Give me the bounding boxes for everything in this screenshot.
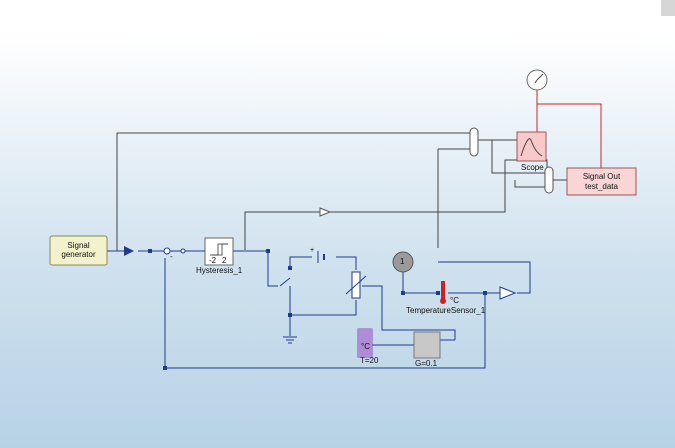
- minus-sign-label: -: [170, 252, 173, 261]
- gain-label[interactable]: G=0.1: [415, 359, 438, 368]
- junction: [436, 291, 440, 295]
- wire-battery-right: [336, 256, 357, 270]
- junction: [163, 366, 167, 370]
- signal-out-label[interactable]: Signal Out: [582, 172, 621, 181]
- clock-wire-out: [537, 103, 602, 169]
- port-icon: [180, 248, 186, 254]
- hysteresis-label[interactable]: Hysteresis_1: [196, 266, 243, 275]
- signal-out-block: [566, 167, 637, 196]
- wire-generator-to-mux: [116, 132, 470, 251]
- scope-label[interactable]: Scope: [521, 163, 544, 172]
- wire-sensor-right: [438, 261, 531, 294]
- ground-icon: [283, 336, 297, 344]
- hysteresis-left-value: -2: [209, 256, 217, 265]
- switch-icon: [279, 277, 291, 287]
- wire-mux2-side: [514, 180, 545, 188]
- gain-block: [413, 331, 441, 359]
- source-value-label[interactable]: T=20: [360, 356, 379, 365]
- wire-to-mux2-a: [491, 140, 545, 174]
- junction: [148, 249, 152, 253]
- junction: [266, 249, 270, 253]
- scope-wave-icon: [520, 138, 543, 157]
- wire-const: [402, 272, 438, 294]
- constant-value: 1: [400, 257, 405, 266]
- temperature-unit-label: °C: [450, 296, 459, 305]
- wire-feedback: [164, 258, 486, 369]
- arrow-icon: [319, 207, 332, 217]
- svg-text:+: +: [310, 247, 314, 254]
- signal-generator-label[interactable]: Signal generator: [61, 241, 96, 259]
- signal-out-sublabel: test_data: [585, 182, 618, 191]
- hysteresis-right-value: 2: [222, 256, 227, 265]
- wire-upper-arrow-b: [330, 159, 548, 213]
- thermometer-icon: [441, 281, 445, 299]
- top-border: [0, 0, 661, 4]
- sum-node-icon: [163, 247, 171, 255]
- junction: [483, 291, 487, 295]
- converter-triangle-icon: [499, 286, 517, 300]
- junction: [288, 313, 292, 317]
- wire-upper-arrow: [244, 211, 320, 250]
- wire-battery-loop: [289, 256, 312, 268]
- junction: [288, 266, 292, 270]
- mux-block: [469, 127, 479, 157]
- constant-block: [392, 251, 414, 273]
- temperature-sensor-label[interactable]: TemperatureSensor_1: [406, 306, 486, 315]
- junction: [401, 291, 405, 295]
- mux-block: [544, 166, 554, 194]
- hysteresis-block: [204, 237, 234, 266]
- source-unit-label: °C: [361, 342, 370, 351]
- gain-triangle-icon: [124, 246, 134, 256]
- wire-resistor-side: [362, 285, 456, 340]
- wire-resistor-bottom: [290, 300, 357, 316]
- window-corner: [661, 0, 675, 16]
- wire-hyst-out: [233, 250, 278, 287]
- scope-block: [516, 131, 547, 162]
- signal-generator-block: [49, 235, 108, 266]
